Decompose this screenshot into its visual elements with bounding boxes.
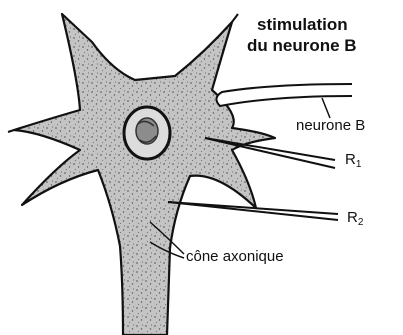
label-r1-letter: R	[345, 151, 356, 168]
label-r2-letter: R	[347, 209, 358, 226]
title-line-2: du neurone B	[247, 37, 357, 54]
dendrite-top-right	[232, 14, 238, 22]
label-r2-index: 2	[358, 217, 364, 228]
title-line-1: stimulation	[257, 16, 348, 33]
label-r1-index: 1	[356, 159, 362, 170]
dendrite-left	[8, 130, 14, 132]
neurone-b-pointer	[322, 98, 330, 118]
label-neurone-b: neurone B	[296, 118, 365, 133]
label-r2: R2	[347, 210, 363, 228]
label-r1: R1	[345, 152, 361, 170]
neuron-soma	[14, 14, 275, 335]
label-cone-axonique: cône axonique	[186, 249, 284, 264]
neurone-b-fiber	[216, 84, 352, 106]
